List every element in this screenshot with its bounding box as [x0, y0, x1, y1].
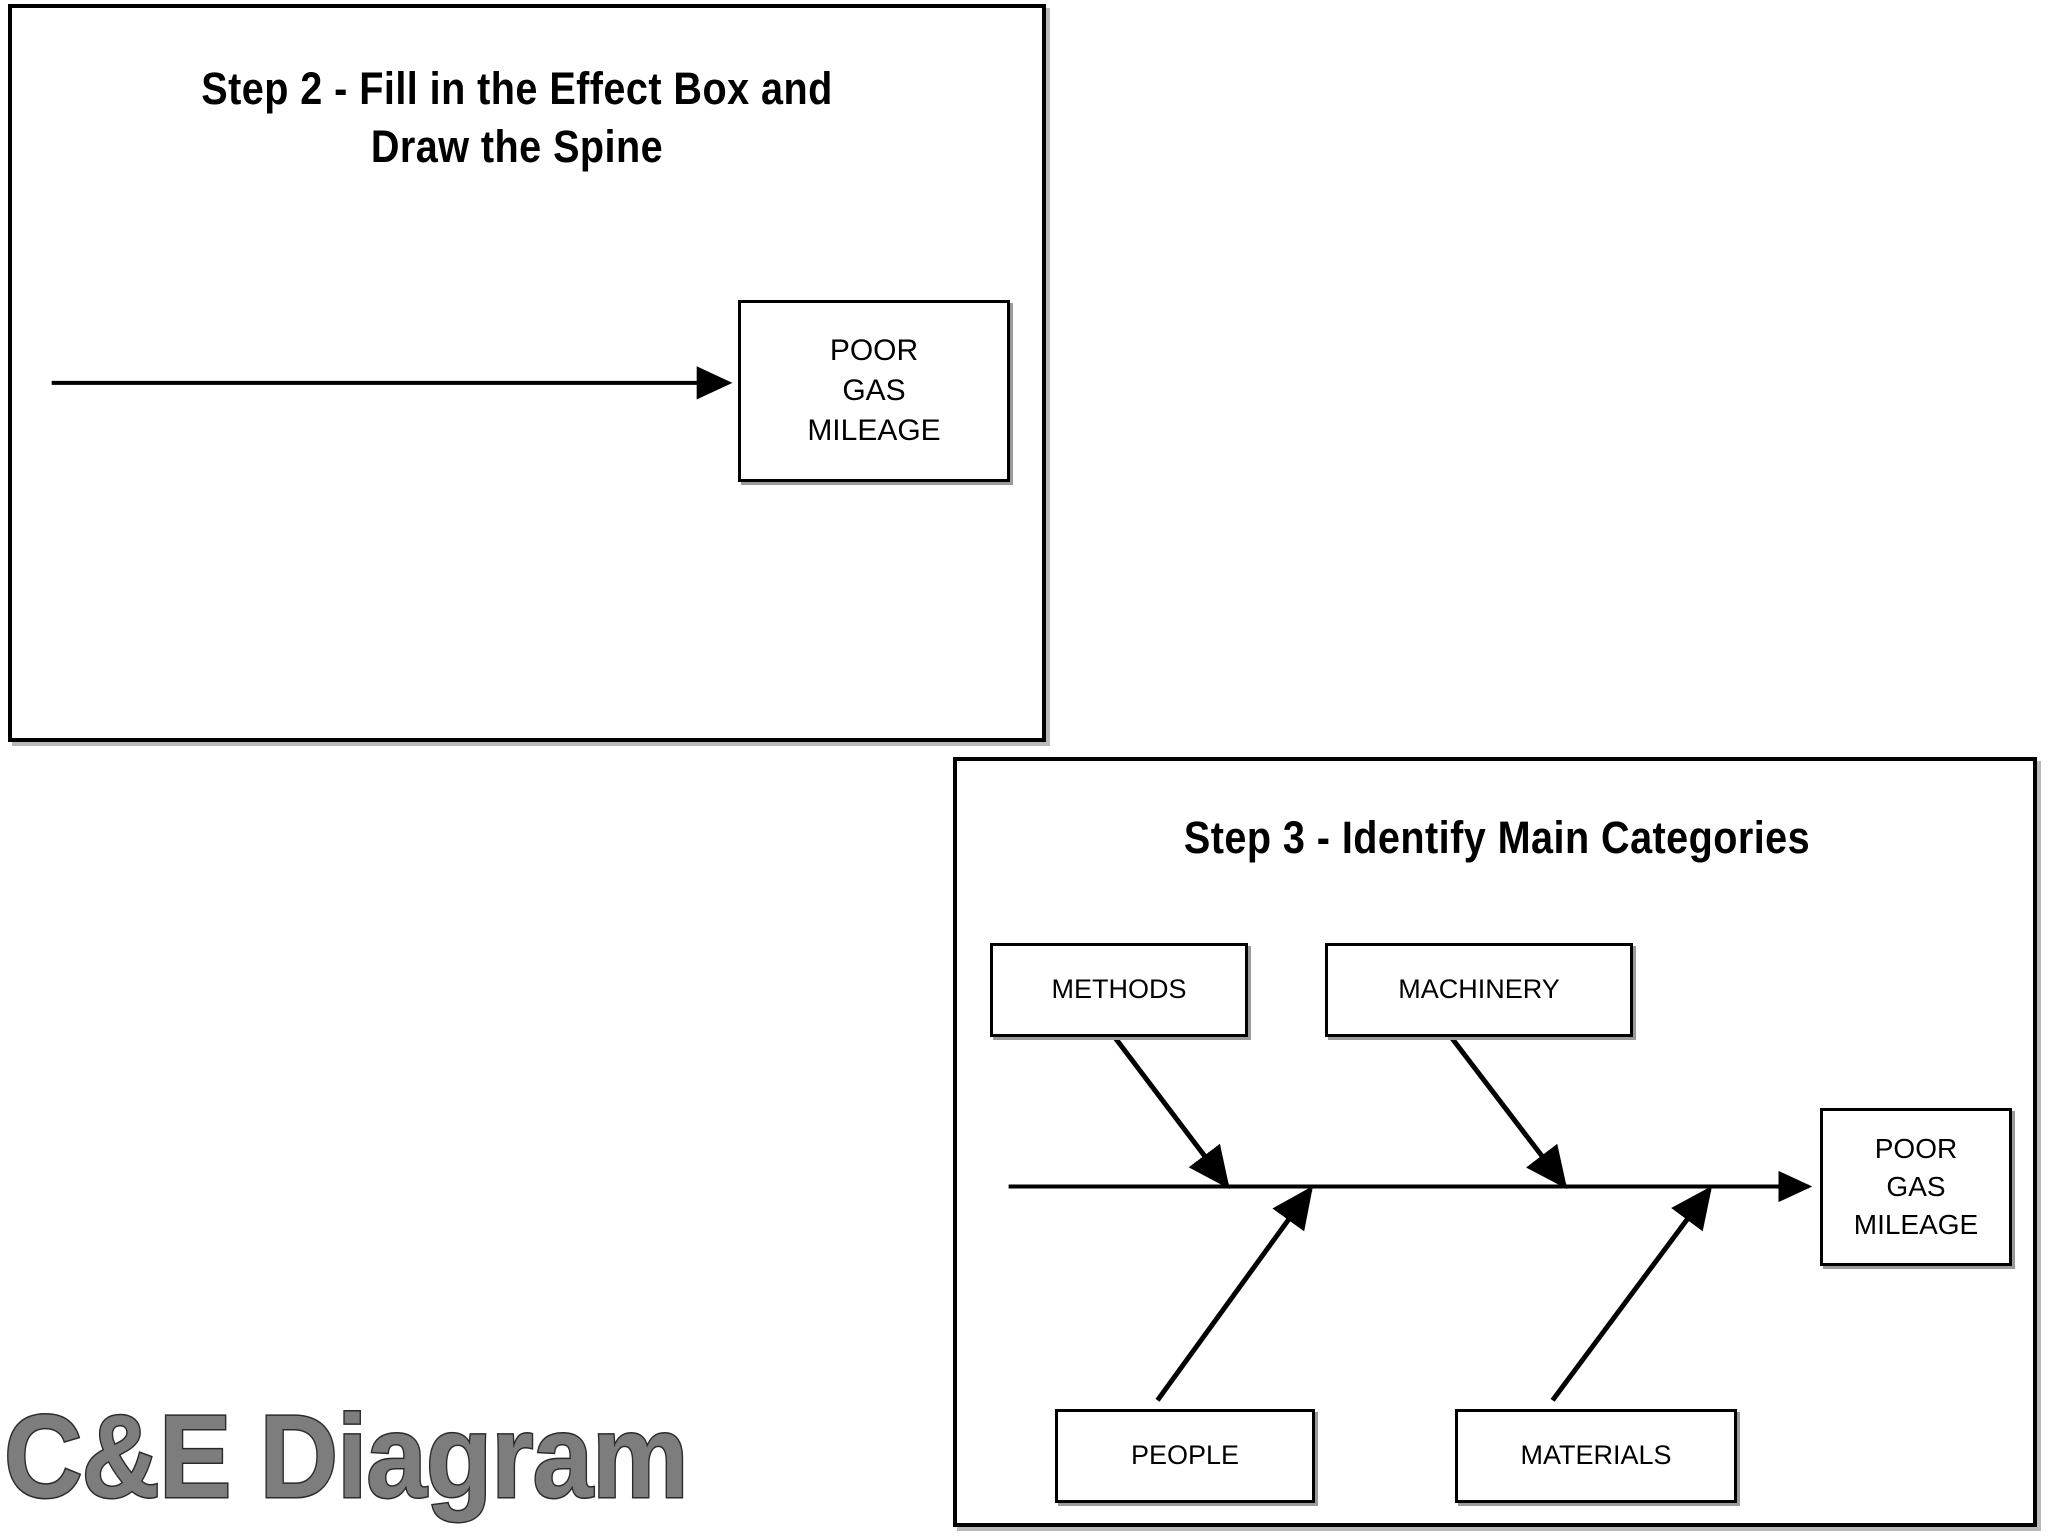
effect-box: POOR GAS MILEAGE: [738, 300, 1010, 482]
panel-step-2-title: Step 2 - Fill in the Effect Box and Draw…: [201, 63, 833, 172]
ce-diagram-wordmark: C&E Diagram: [3, 1391, 690, 1523]
bone-methods: [1111, 1034, 1230, 1190]
bone-machinery: [1448, 1034, 1568, 1190]
panel-step-2: Step 2 - Fill in the Effect Box and Draw…: [8, 4, 1046, 742]
effect-box: POOR GAS MILEAGE: [1820, 1108, 2012, 1266]
category-box-materials: MATERIALS: [1455, 1409, 1737, 1503]
category-box-methods: METHODS: [990, 943, 1248, 1037]
panel-step-3-title: Step 3 - Identify Main Categories: [1183, 812, 1811, 863]
panel-step-3: Step 3 - Identify Main Categories METHOD…: [953, 757, 2037, 1527]
category-box-people: PEOPLE: [1055, 1409, 1315, 1503]
bone-people: [1155, 1185, 1313, 1402]
category-box-machinery: MACHINERY: [1325, 943, 1633, 1037]
bone-materials: [1550, 1185, 1713, 1402]
